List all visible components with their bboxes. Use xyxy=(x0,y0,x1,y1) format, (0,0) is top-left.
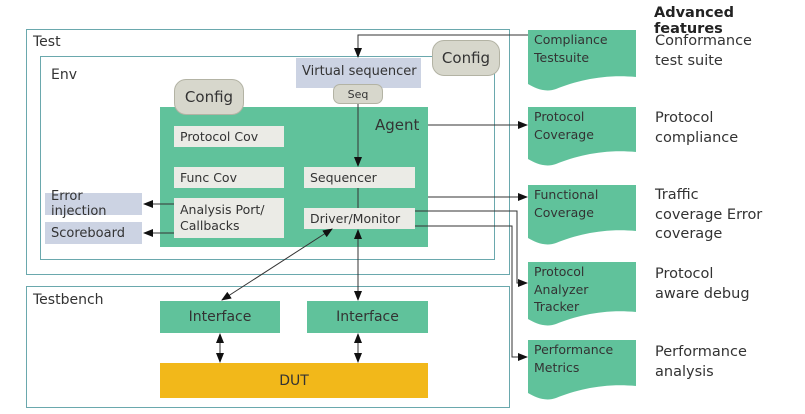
doc-protocol-coverage[interactable]: Protocol Coverage xyxy=(534,109,594,142)
doc-protocol-analyzer-tracker[interactable]: Protocol Analyzer Tracker xyxy=(534,264,589,314)
feature-protocol-debug: Protocol aware debug xyxy=(655,266,750,302)
env-label: Env xyxy=(51,67,78,83)
error-injection-box[interactable]: Error injection xyxy=(45,189,142,219)
doc-performance-metrics[interactable]: Performance Metrics xyxy=(534,342,614,375)
feature-performance-analysis: Performance analysis xyxy=(655,344,747,380)
virtual-sequencer-box[interactable]: Virtual sequencer xyxy=(296,58,421,88)
test-config-pill[interactable]: Config xyxy=(432,40,500,76)
seq-pill[interactable]: Seq xyxy=(333,84,383,104)
scoreboard-box[interactable]: Scoreboard xyxy=(45,222,142,244)
feature-traffic-coverage: Traffic coverage Error coverage xyxy=(655,187,763,243)
interface-box-2[interactable]: Interface xyxy=(307,301,428,333)
sequencer-box[interactable]: Sequencer xyxy=(304,167,415,188)
test-label: Test xyxy=(33,34,61,50)
testbench-label: Testbench xyxy=(33,292,104,308)
analysis-port-box[interactable]: Analysis Port/ Callbacks xyxy=(174,198,284,238)
func-cov-box[interactable]: Func Cov xyxy=(174,167,284,188)
feature-protocol-compliance: Protocol compliance xyxy=(655,110,739,146)
advanced-features-heading: Advanced features xyxy=(654,5,734,37)
doc-compliance-testsuite[interactable]: Compliance Testsuite xyxy=(534,32,608,65)
interface-box-1[interactable]: Interface xyxy=(160,301,280,333)
agent-label: Agent xyxy=(375,116,420,134)
dut-box[interactable]: DUT xyxy=(160,363,428,398)
protocol-cov-box[interactable]: Protocol Cov xyxy=(174,126,284,147)
doc-functional-coverage[interactable]: Functional Coverage xyxy=(534,187,599,220)
env-config-pill[interactable]: Config xyxy=(174,79,244,115)
feature-conformance: Conformance test suite xyxy=(655,33,752,69)
driver-monitor-box[interactable]: Driver/Monitor xyxy=(304,208,415,229)
